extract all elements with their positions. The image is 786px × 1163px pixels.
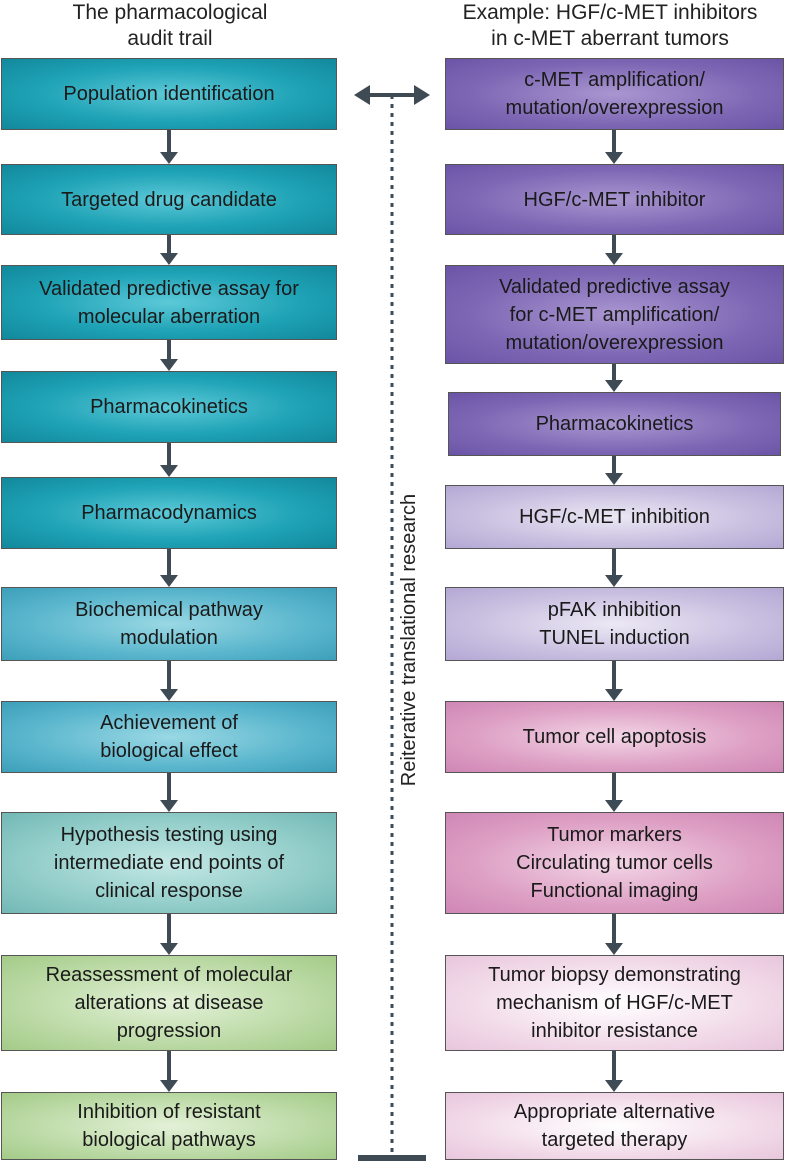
left-step-biological-effect: Achievement of biological effect xyxy=(1,701,337,773)
right-step-cmet-amplification: c-MET amplification/ mutation/overexpres… xyxy=(445,58,784,130)
left-step-pharmacodynamics: Pharmacodynamics xyxy=(1,477,337,549)
right-column-heading: Example: HGF/c-MET inhibitors in c-MET a… xyxy=(462,1,758,50)
right-step-validated-assay: Validated predictive assay for c-MET amp… xyxy=(445,265,784,364)
right-step-tumor-markers: Tumor markers Circulating tumor cells Fu… xyxy=(445,812,784,914)
left-step-pharmacokinetics: Pharmacokinetics xyxy=(1,371,337,443)
right-step-pharmacokinetics: Pharmacokinetics xyxy=(448,392,781,456)
right-step-hgf-cmet-inhibitor: HGF/c-MET inhibitor xyxy=(445,164,784,235)
reiterative-research-label: Reiterative translational research xyxy=(397,470,421,810)
bottom-bar xyxy=(358,1155,426,1161)
left-step-targeted-drug-candidate: Targeted drug candidate xyxy=(1,164,337,235)
left-step-hypothesis-testing: Hypothesis testing using intermediate en… xyxy=(1,812,337,914)
translational-connector xyxy=(354,85,430,1161)
left-step-validated-assay: Validated predictive assay for molecular… xyxy=(1,265,337,340)
left-step-inhibition-resistant: Inhibition of resistant biological pathw… xyxy=(1,1092,337,1160)
right-step-tumor-apoptosis: Tumor cell apoptosis xyxy=(445,701,784,773)
right-step-hgf-cmet-inhibition: HGF/c-MET inhibition xyxy=(445,485,784,549)
right-step-tumor-biopsy: Tumor biopsy demonstrating mechanism of … xyxy=(445,955,784,1051)
right-step-alternative-therapy: Appropriate alternative targeted therapy xyxy=(445,1092,784,1160)
left-step-reassessment: Reassessment of molecular alterations at… xyxy=(1,955,337,1051)
right-step-pfak-tunel: pFAK inhibition TUNEL induction xyxy=(445,587,784,661)
left-step-pathway-modulation: Biochemical pathway modulation xyxy=(1,587,337,661)
left-step-population-identification: Population identification xyxy=(1,58,337,130)
left-column-heading: The pharmacological audit trail xyxy=(72,1,268,50)
